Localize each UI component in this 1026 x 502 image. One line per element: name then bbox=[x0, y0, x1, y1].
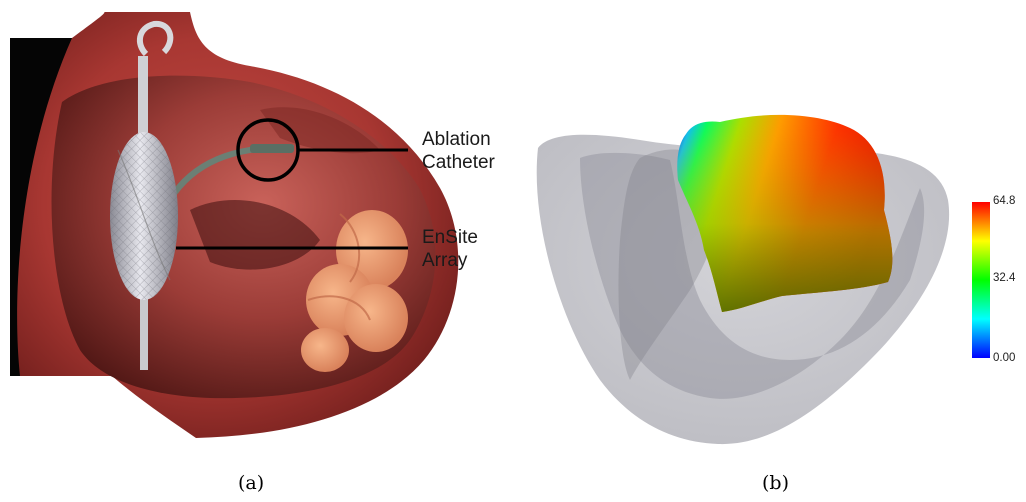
callout-ablation-line2: Catheter bbox=[422, 151, 495, 174]
colorbar-mid-label: 32.4 bbox=[993, 272, 1015, 284]
ablation-catheter-tip bbox=[250, 144, 294, 153]
caption-a: (a) bbox=[238, 472, 264, 494]
callout-label-ensite-array: EnSite Array bbox=[422, 226, 478, 272]
ensite-array-balloon bbox=[110, 132, 178, 300]
callout-ensite-line1: EnSite bbox=[422, 226, 478, 249]
panel-a-illustration: Ablation Catheter EnSite Array bbox=[0, 0, 520, 450]
callout-ablation-line1: Ablation bbox=[422, 128, 495, 151]
callout-label-ablation-catheter: Ablation Catheter bbox=[422, 128, 495, 174]
colorbar-gradient bbox=[972, 202, 990, 358]
colorbar-min-label: 0.00 bbox=[993, 352, 1015, 364]
panel-b-activation-map: 64.8 32.4 0.00 bbox=[520, 0, 1026, 450]
heart-chamber-illustration bbox=[0, 0, 520, 450]
colorbar-max-label: 64.8 bbox=[993, 195, 1015, 207]
ventricle-rendering bbox=[520, 0, 1026, 450]
colorbar bbox=[972, 202, 992, 358]
caption-b: (b) bbox=[762, 472, 789, 494]
callout-ensite-line2: Array bbox=[422, 249, 478, 272]
